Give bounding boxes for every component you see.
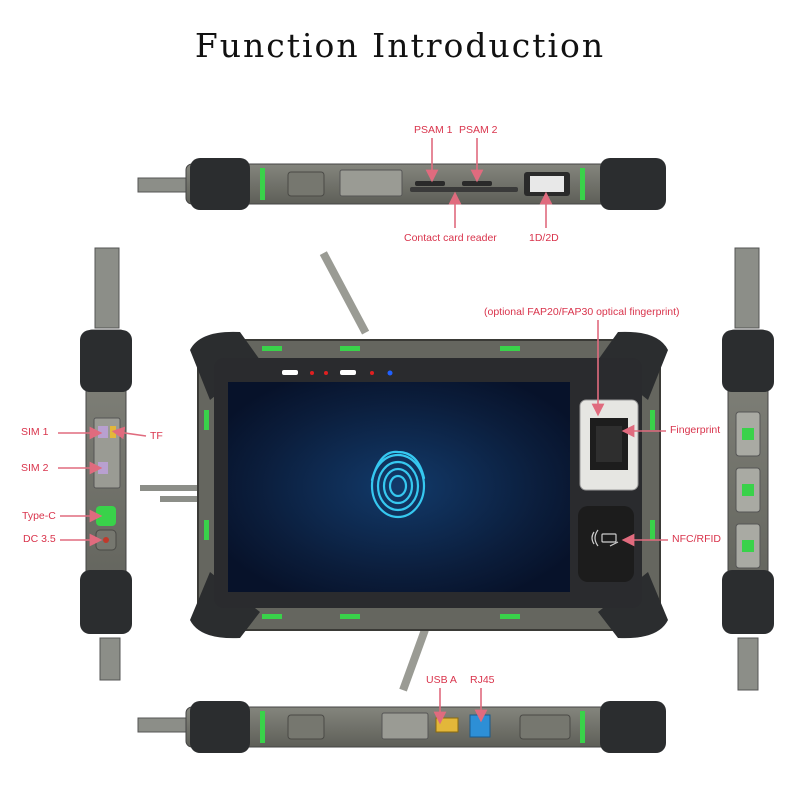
label-psam2: PSAM 2 (459, 124, 498, 136)
fingerprint-icon (370, 450, 426, 519)
label-sim1: SIM 1 (21, 426, 49, 438)
label-type-c: Type-C (22, 510, 56, 522)
left-side-view (80, 247, 132, 681)
right-side-view (722, 247, 774, 691)
label-tf: TF (150, 430, 163, 442)
label-rj45: RJ45 (470, 674, 495, 686)
nfc-icon (591, 529, 619, 547)
label-usb-a: USB A (426, 674, 457, 686)
label-barcode: 1D/2D (529, 232, 559, 244)
label-psam1: PSAM 1 (414, 124, 453, 136)
label-sim2: SIM 2 (21, 462, 49, 474)
screen (228, 382, 570, 592)
label-contact-card-reader: Contact card reader (404, 232, 497, 244)
label-fingerprint-option: (optional FAP20/FAP30 optical fingerprin… (484, 306, 680, 318)
label-nfc-rfid: NFC/RFID (672, 533, 721, 545)
bottom-side-view (137, 701, 666, 753)
top-side-view (137, 158, 666, 210)
nfc-pad (578, 506, 634, 582)
label-dc: DC 3.5 (23, 533, 56, 545)
page-title: Function Introduction (194, 26, 606, 65)
front-view (140, 251, 668, 692)
callout-arrows (58, 138, 668, 725)
label-fingerprint: Fingerprint (670, 424, 721, 436)
